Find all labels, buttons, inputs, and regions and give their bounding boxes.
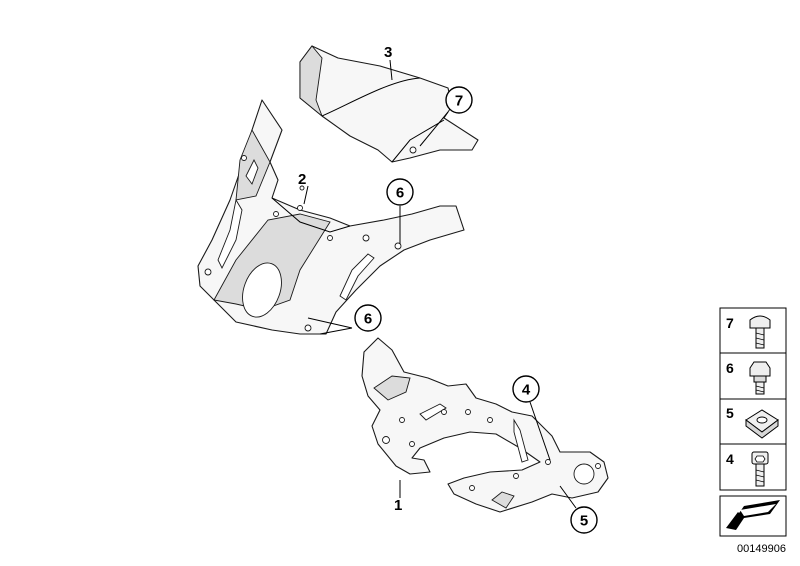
callout-4: 4 <box>512 375 540 403</box>
svg-text:2: 2 <box>298 171 306 188</box>
clip-nut-icon <box>745 409 779 439</box>
direction-arrow-icon <box>726 500 780 530</box>
svg-text:7: 7 <box>726 315 734 331</box>
part-3-upper-panel <box>299 45 479 163</box>
svg-text:5: 5 <box>580 513 588 530</box>
drawing-id: 00149906 <box>737 543 786 555</box>
callout-5: 5 <box>570 506 598 534</box>
svg-text:1: 1 <box>394 497 402 514</box>
svg-text:4: 4 <box>726 451 734 467</box>
callout-6-upper: 6 <box>386 178 414 206</box>
svg-text:6: 6 <box>726 360 734 376</box>
callout-7: 7 <box>445 86 473 114</box>
leader-lines <box>303 59 577 509</box>
part-1-bracket <box>361 337 609 513</box>
fastener-legend: 7 6 5 <box>719 307 787 491</box>
legend-row-6: 6 <box>726 360 771 395</box>
svg-text:4: 4 <box>522 382 531 399</box>
callout-3: 3 <box>384 44 392 61</box>
hex-socket-screw-icon <box>751 451 769 487</box>
svg-text:6: 6 <box>364 311 372 328</box>
callout-1: 1 <box>394 497 402 514</box>
legend-row-7: 7 <box>726 315 771 349</box>
callout-2: 2 <box>298 171 306 188</box>
direction-arrow-box <box>719 495 787 537</box>
legend-row-4: 4 <box>726 451 769 487</box>
svg-text:5: 5 <box>726 405 734 421</box>
legend-row-5: 5 <box>726 405 779 439</box>
part-2-cockpit-panel <box>197 99 465 335</box>
svg-text:6: 6 <box>396 185 404 202</box>
callout-6-lower: 6 <box>354 304 382 332</box>
svg-text:7: 7 <box>455 93 463 110</box>
pan-head-screw-icon <box>749 315 771 349</box>
svg-text:3: 3 <box>384 44 392 61</box>
collar-screw-icon <box>749 361 771 395</box>
